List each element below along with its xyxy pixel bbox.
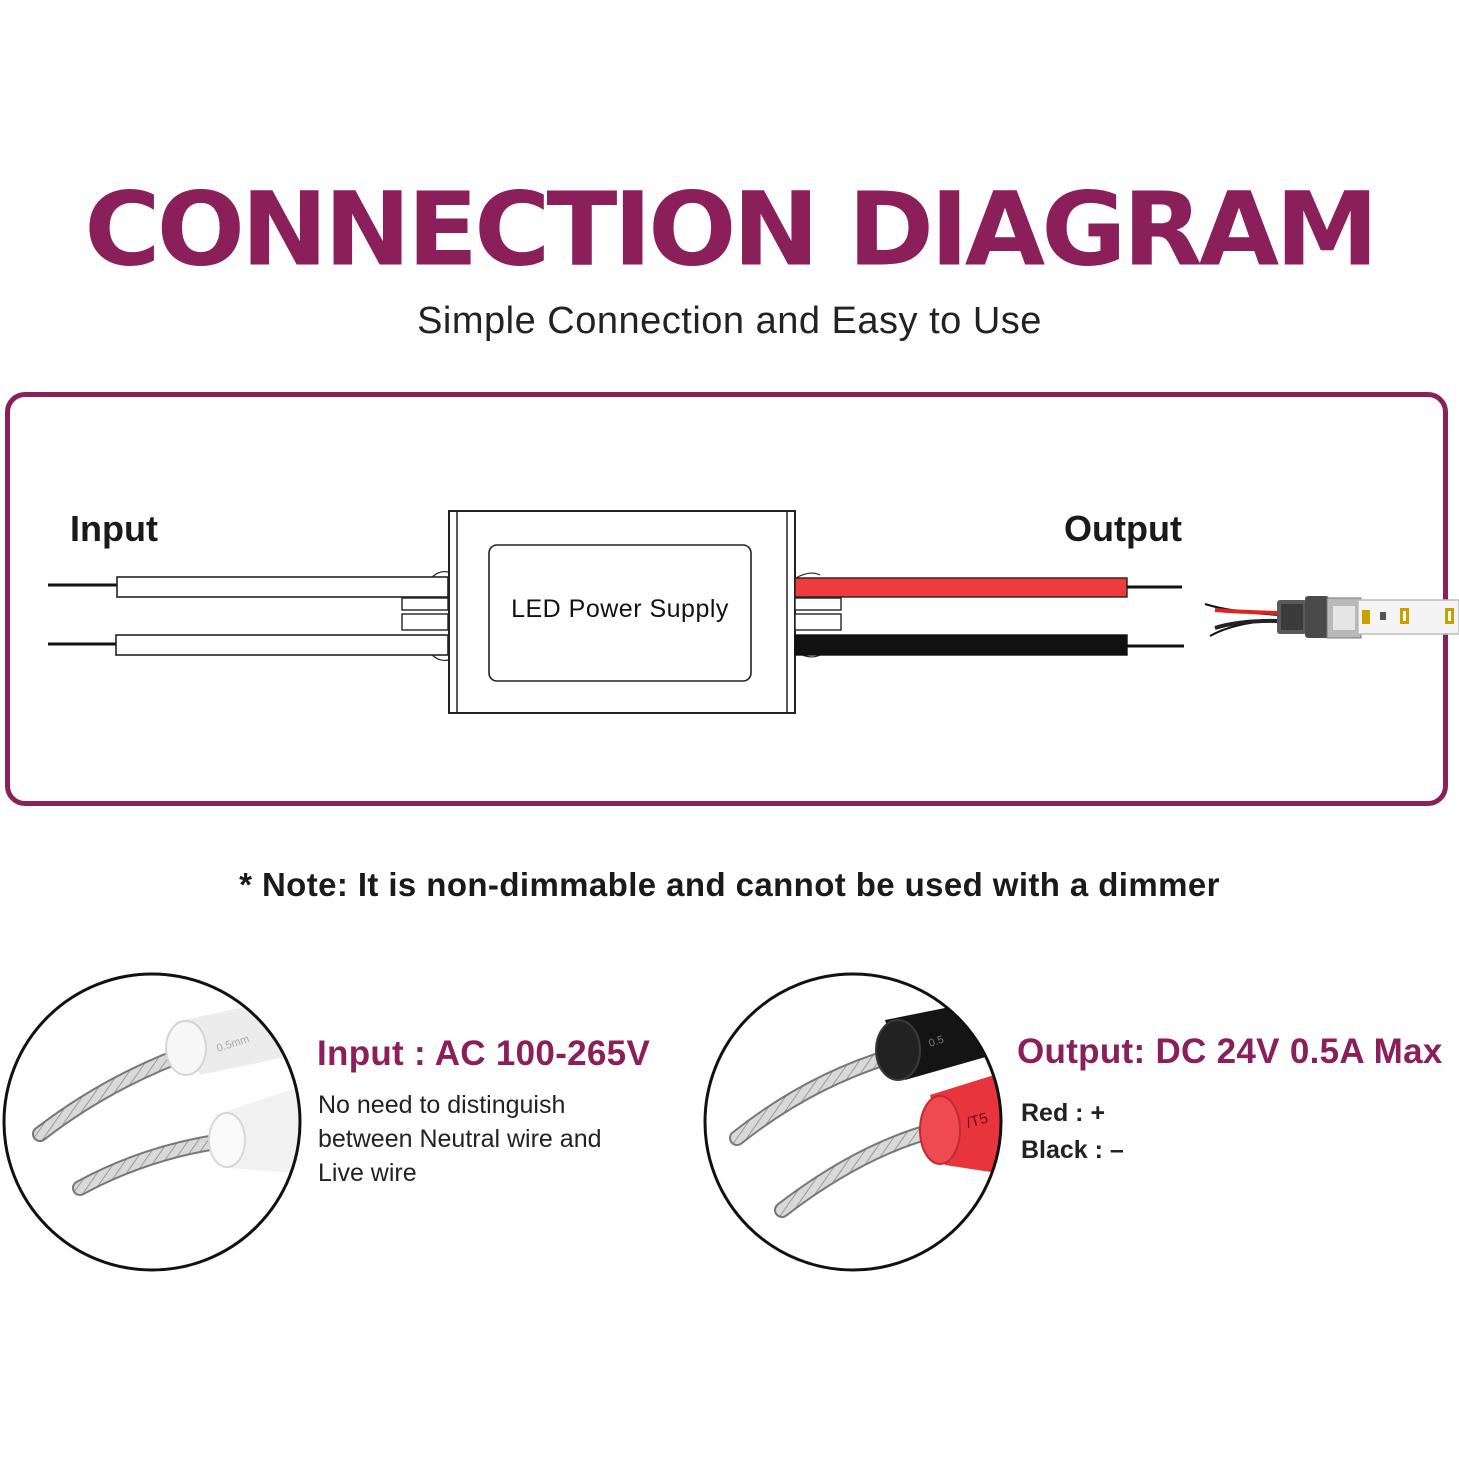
input-spec-title: Input : AC 100-265V bbox=[317, 1034, 651, 1073]
led-strip bbox=[1357, 599, 1459, 635]
output-wires bbox=[794, 572, 1184, 658]
wire-print-red: /T5 bbox=[964, 1110, 990, 1132]
wire-print-black: 0.5 bbox=[927, 1034, 945, 1050]
power-supply-unit bbox=[448, 510, 796, 714]
input-wires bbox=[48, 570, 449, 662]
psu-label: LED Power Supply bbox=[511, 595, 729, 623]
dimmer-note: * Note: It is non-dimmable and cannot be… bbox=[239, 866, 1220, 903]
input-spec-description: No need to distinguish between Neutral w… bbox=[318, 1088, 602, 1190]
page-subtitle: Simple Connection and Easy to Use bbox=[417, 300, 1042, 342]
diagram-frame bbox=[5, 392, 1448, 806]
input-spec-line: Live wire bbox=[318, 1159, 417, 1187]
black-polarity-label: Black : – bbox=[1021, 1136, 1124, 1164]
led-strip-connector bbox=[1204, 596, 1362, 639]
input-spec-line: between Neutral wire and bbox=[318, 1125, 602, 1153]
output-label: Output bbox=[1064, 508, 1182, 549]
input-spec-line: No need to distinguish bbox=[318, 1091, 566, 1119]
red-polarity-label: Red : + bbox=[1021, 1099, 1106, 1127]
output-spec-polarity: Red : + Black : – bbox=[1021, 1095, 1124, 1169]
output-spec-title: Output: DC 24V 0.5A Max bbox=[1017, 1032, 1443, 1071]
output-wire-closeup: 0.5 /T5 bbox=[703, 972, 1003, 1272]
input-label: Input bbox=[70, 508, 158, 549]
page-title: CONNECTION DIAGRAM bbox=[84, 169, 1378, 289]
input-wire-closeup: 0.5mm bbox=[2, 972, 302, 1272]
